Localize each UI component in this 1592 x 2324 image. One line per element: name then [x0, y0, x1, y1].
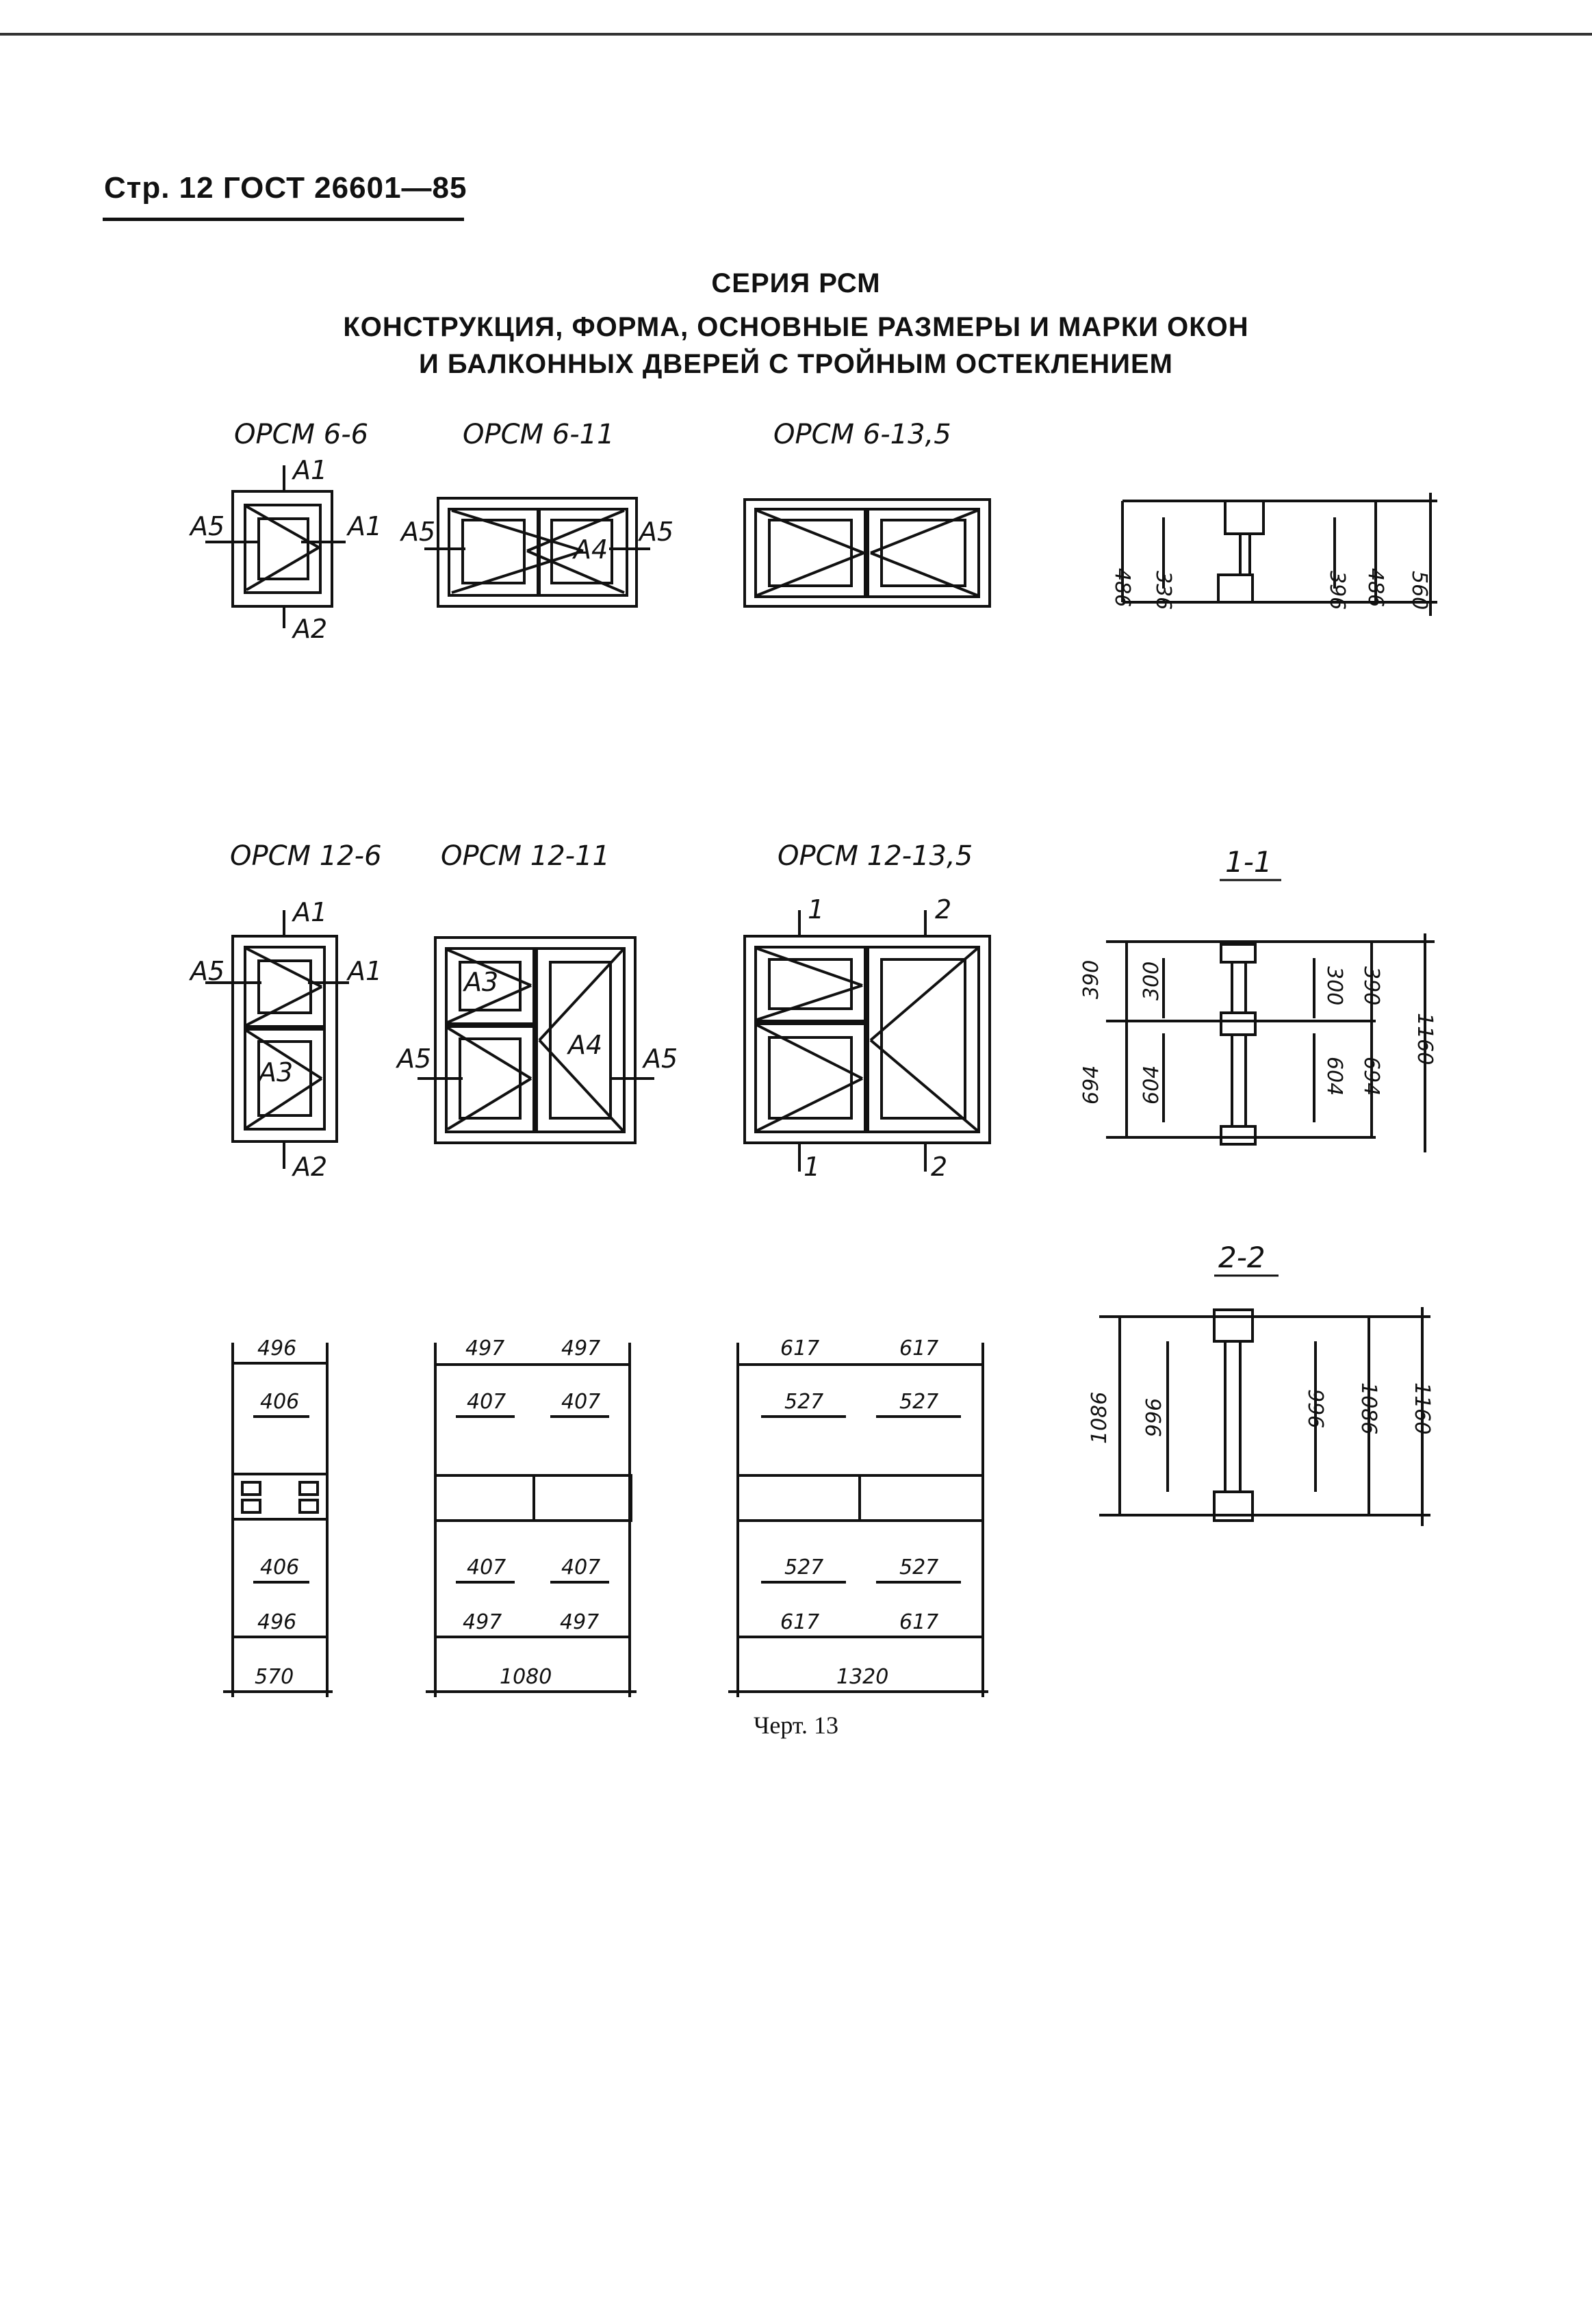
- window-orsm-12-11: [418, 936, 654, 1144]
- header-underline: [103, 218, 464, 221]
- dim-r3-b: 996: [1142, 1398, 1166, 1437]
- dim-r3-e: 1160: [1410, 1382, 1434, 1434]
- dim-p2-in3: 407: [467, 1555, 506, 1579]
- title-line-3: И БАЛКОННЫХ ДВЕРЕЙ С ТРОЙНЫМ ОСТЕКЛЕНИЕМ: [419, 349, 1173, 379]
- dim-r2-d: 390: [1359, 966, 1383, 1005]
- dim-p2-total: 1080: [500, 1665, 552, 1689]
- dim-r3-d: 1086: [1357, 1382, 1381, 1434]
- label-a1-w1-right: А1: [346, 511, 382, 541]
- dim-r1-b: 336: [1151, 571, 1175, 610]
- title-series: СЕРИЯ РСМ: [711, 268, 881, 298]
- label-1-w6-bottom: 1: [804, 1152, 820, 1182]
- mark-2: ОРСМ 6-11: [463, 419, 615, 450]
- dim-p3-total: 1320: [836, 1665, 888, 1689]
- title-line-2: КОНСТРУКЦИЯ, ФОРМА, ОСНОВНЫЕ РАЗМЕРЫ И М…: [343, 312, 1249, 342]
- label-a1-w4-top: А1: [291, 897, 327, 927]
- dim-p3-in2: 527: [899, 1390, 938, 1414]
- section-1-1-title: 1-1: [1225, 845, 1272, 879]
- section-row-1: [1121, 493, 1437, 616]
- figure-caption: Черт. 13: [754, 1712, 838, 1739]
- window-orsm-12-13-5: [743, 910, 991, 1172]
- label-a5-w2-left: А5: [399, 517, 435, 547]
- label-a2-w1: А2: [291, 614, 327, 644]
- mark-1: ОРСМ 6-6: [234, 419, 368, 450]
- window-orsm-6-11: [424, 497, 650, 608]
- label-2-w6-top: 2: [935, 894, 951, 925]
- dim-p2-in4: 407: [561, 1555, 600, 1579]
- dim-p2-bot2: 497: [560, 1610, 599, 1634]
- label-a5-w5-right: А5: [641, 1044, 678, 1074]
- label-a3-w4: А3: [257, 1057, 293, 1087]
- label-a5-w1: А5: [188, 511, 224, 541]
- label-a2-w4: А2: [291, 1152, 327, 1182]
- window-orsm-6-6: [205, 465, 346, 628]
- dim-r1-c: 396: [1325, 571, 1349, 610]
- top-rule: [0, 33, 1592, 36]
- section-2-2-title: 2-2: [1218, 1241, 1266, 1274]
- dim-p3-bot2: 617: [899, 1610, 938, 1634]
- label-a5-w4: А5: [188, 956, 224, 986]
- plan-3: [728, 1343, 988, 1697]
- page-header: Стр. 12 ГОСТ 26601—85: [104, 171, 467, 205]
- dim-r2-g: 604: [1322, 1057, 1346, 1096]
- dim-p3-top1: 617: [780, 1337, 819, 1360]
- dim-r2-e: 694: [1079, 1066, 1103, 1105]
- mark-3: ОРСМ 6-13,5: [773, 419, 951, 450]
- mark-4: ОРСМ 12-6: [230, 840, 382, 872]
- label-a5-w2-right: А5: [637, 517, 673, 547]
- dim-p1-in: 406: [260, 1390, 299, 1414]
- dim-p3-top2: 617: [899, 1337, 938, 1360]
- label-1-w6-top: 1: [808, 894, 824, 925]
- dim-p1-in2: 406: [260, 1555, 299, 1579]
- label-a5-w5-left: А5: [395, 1044, 431, 1074]
- window-orsm-12-6: [205, 910, 349, 1169]
- dim-p1-top: 496: [257, 1337, 296, 1360]
- dim-r2-h: 694: [1359, 1057, 1383, 1096]
- dim-r2-f: 604: [1140, 1066, 1164, 1105]
- dim-r3-c: 996: [1303, 1389, 1327, 1428]
- dim-r2-i: 1160: [1413, 1013, 1437, 1065]
- dim-p2-top1: 497: [465, 1337, 504, 1360]
- dim-p3-in3: 527: [784, 1555, 823, 1579]
- dim-p2-in2: 407: [561, 1390, 600, 1414]
- label-a4-w5: А4: [566, 1030, 602, 1060]
- dim-p2-in1: 407: [467, 1390, 506, 1414]
- label-a1-w4-right: А1: [346, 956, 382, 986]
- mark-6: ОРСМ 12-13,5: [778, 840, 973, 872]
- label-2-w6-bottom: 2: [931, 1152, 947, 1182]
- label-a3-w5: А3: [462, 967, 498, 997]
- dim-r3-a: 1086: [1088, 1392, 1112, 1444]
- dim-p2-bot1: 497: [463, 1610, 502, 1634]
- plan-2: [426, 1343, 637, 1697]
- section-2-2: [1099, 1307, 1430, 1526]
- dim-p1-total: 570: [255, 1665, 294, 1689]
- mark-5: ОРСМ 12-11: [441, 840, 610, 872]
- dim-r1-d: 486: [1363, 568, 1387, 607]
- dim-r2-b: 300: [1140, 961, 1164, 1000]
- dim-r1-a: 486: [1110, 568, 1134, 607]
- label-a1-w1-top: А1: [291, 455, 327, 485]
- window-orsm-6-13-5: [743, 498, 991, 608]
- label-a4-w2: А4: [572, 534, 608, 565]
- plan-1: [223, 1343, 333, 1697]
- section-1-1: [1106, 933, 1435, 1152]
- dim-p3-in1: 527: [784, 1390, 823, 1414]
- dim-r1-e: 560: [1407, 571, 1431, 610]
- dim-p1-bot: 496: [257, 1610, 296, 1634]
- dim-r2-a: 390: [1079, 960, 1103, 999]
- dim-p2-top2: 497: [561, 1337, 600, 1360]
- dim-p3-in4: 527: [899, 1555, 938, 1579]
- dim-r2-c: 300: [1322, 966, 1346, 1005]
- dim-p3-bot1: 617: [780, 1610, 819, 1634]
